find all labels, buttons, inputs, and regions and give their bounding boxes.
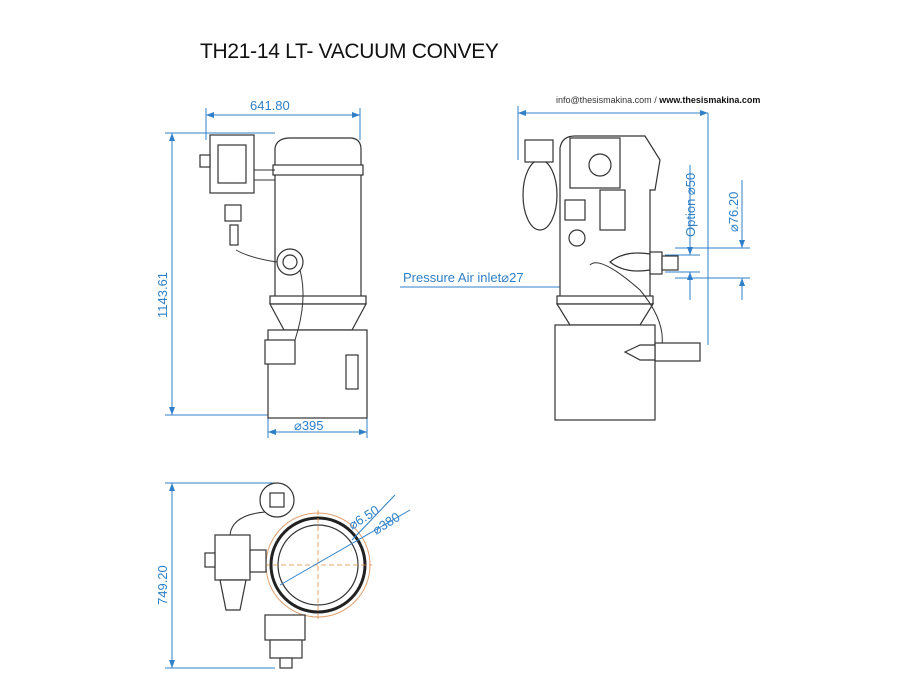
contact-website: www.thesismakina.com [659,95,761,105]
contact-info: info@thesismakina.com / www.thesismakina… [556,95,760,105]
contact-email: info@thesismakina.com [556,95,652,105]
width-dimension: 641.80 [250,98,290,113]
outlet-diameter-dimension: ⌀76.20 [726,192,741,232]
depth-dimension: 749.20 [155,565,170,605]
base-diameter-dimension: ⌀395 [294,418,324,433]
option-diameter-dimension: Option ⌀50 [683,173,698,237]
drawing-title: TH21-14 LT- VACUUM CONVEY [200,40,499,63]
contact-separator: / [651,95,660,105]
top-view: 749.20 ⌀6.50 ⌀380 [155,482,411,669]
side-view: Option ⌀50 ⌀76.20 Pressure Air inlet⌀27 [400,106,750,421]
height-dimension: 1143.61 [155,272,170,318]
front-view: 641.80 1143.61 ⌀395 [155,98,368,438]
pressure-air-inlet-dimension: Pressure Air inlet⌀27 [403,270,524,285]
